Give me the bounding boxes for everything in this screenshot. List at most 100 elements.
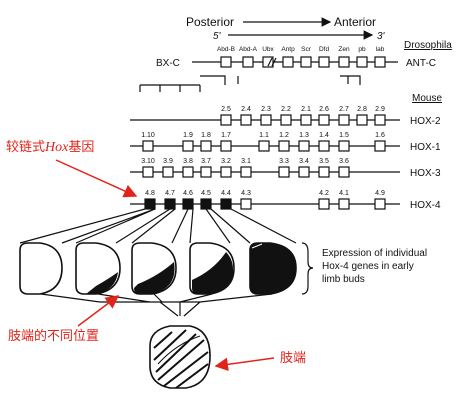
gene-box <box>164 198 176 210</box>
gene-box <box>162 166 174 178</box>
gene-number: 4.8 <box>145 190 155 197</box>
gene-box <box>338 114 350 126</box>
antc-label: ANT-C <box>406 58 436 69</box>
gene-number: 3.4 <box>299 158 309 165</box>
gene-box <box>240 198 252 210</box>
gene-box <box>318 114 330 126</box>
gene-number: 2.2 <box>281 106 291 113</box>
gene-number: 1.6 <box>375 132 385 139</box>
anterior-label: Anterior <box>334 15 376 29</box>
converging-lines <box>40 293 273 317</box>
gene-number: 2.5 <box>221 106 231 113</box>
gene-number: 4.5 <box>201 190 211 197</box>
funnel-lines <box>19 208 297 244</box>
gene-box <box>298 140 310 152</box>
gene-number: 2.8 <box>357 106 367 113</box>
gene-number: 4.4 <box>221 190 231 197</box>
gene-box <box>318 140 330 152</box>
gene-box <box>182 166 194 178</box>
gene-box <box>318 198 330 210</box>
gene-box <box>338 140 350 152</box>
fly-line-break-mark <box>267 57 277 67</box>
gene-box <box>338 198 350 210</box>
five-prime-label: 5' <box>213 31 222 42</box>
gene-box <box>240 114 252 126</box>
expression-note-line-3: limb buds <box>322 274 365 285</box>
positions-label: 肢端的不同位置 <box>8 328 99 344</box>
gene-box <box>200 166 212 178</box>
fly-gene-label: lab <box>376 46 385 53</box>
fly-gene-box <box>356 56 368 68</box>
expression-note-line-2: Hox-4 genes in early <box>322 261 414 272</box>
gene-number: 1.8 <box>201 132 211 139</box>
gene-box <box>142 140 154 152</box>
limb-end-drawing <box>149 325 211 389</box>
gene-number: 3.2 <box>221 158 231 165</box>
fly-gene-label: Scr <box>301 46 312 53</box>
gene-box <box>374 140 386 152</box>
gene-box <box>182 198 194 210</box>
gene-number: 2.7 <box>339 106 349 113</box>
fly-gene-box <box>300 56 312 68</box>
gene-number: 4.2 <box>319 190 329 197</box>
gene-box <box>220 140 232 152</box>
cluster-name: HOX-3 <box>410 168 441 179</box>
gene-number: 1.4 <box>319 132 329 139</box>
fly-gene-label: Zen <box>338 46 350 53</box>
gene-box <box>182 140 194 152</box>
gene-number: 2.3 <box>261 106 271 113</box>
limb-bud-5 <box>249 242 297 295</box>
gene-number: 4.1 <box>339 190 349 197</box>
gene-box <box>240 166 252 178</box>
fly-gene-box <box>338 56 350 68</box>
limb-bud-1 <box>19 242 63 295</box>
cluster-name: HOX-4 <box>410 200 441 211</box>
gene-box <box>280 114 292 126</box>
fly-gene-label: Antp <box>281 46 295 53</box>
limb-bud-3 <box>131 242 177 295</box>
gene-number: 3.5 <box>319 158 329 165</box>
fly-gene-box <box>374 56 386 68</box>
three-prime-label: 3' <box>377 31 386 42</box>
gene-number: 4.9 <box>375 190 385 197</box>
gene-box <box>260 114 272 126</box>
posterior-label: Posterior <box>186 15 234 29</box>
gene-number: 3.9 <box>163 158 173 165</box>
gene-box <box>318 166 330 178</box>
expression-note-line-1: Expression of individual <box>322 248 427 259</box>
gene-number: 1.7 <box>221 132 231 139</box>
limb-end-arrow <box>214 357 275 372</box>
gene-box <box>144 198 156 210</box>
gene-box <box>298 166 310 178</box>
fly-gene-label: Abd-B <box>217 46 235 53</box>
gene-number: 3.8 <box>183 158 193 165</box>
fly-gene-box <box>318 56 330 68</box>
cluster-name: HOX-2 <box>410 116 441 127</box>
gene-number: 1.1 <box>259 132 269 139</box>
gene-number: 3.3 <box>279 158 289 165</box>
gene-number: 1.5 <box>339 132 349 139</box>
gene-box <box>278 166 290 178</box>
gene-box <box>220 166 232 178</box>
gene-number: 4.3 <box>241 190 251 197</box>
limb-bud-4 <box>189 242 235 295</box>
fly-gene-box <box>262 56 274 68</box>
gene-box <box>300 114 312 126</box>
gene-number: 2.6 <box>319 106 329 113</box>
fly-gene-label: Ubx <box>262 46 274 53</box>
gene-box <box>338 166 350 178</box>
gene-box <box>200 198 212 210</box>
gene-number: 1.3 <box>299 132 309 139</box>
gene-box <box>258 140 270 152</box>
drosophila-label: Drosophila <box>404 40 452 51</box>
gene-number: 3.1 <box>241 158 251 165</box>
fly-gene-label: pb <box>358 46 366 53</box>
gene-number: 1.2 <box>279 132 289 139</box>
gene-number: 3.10 <box>141 158 155 165</box>
fly-homology-brackets <box>139 75 361 92</box>
